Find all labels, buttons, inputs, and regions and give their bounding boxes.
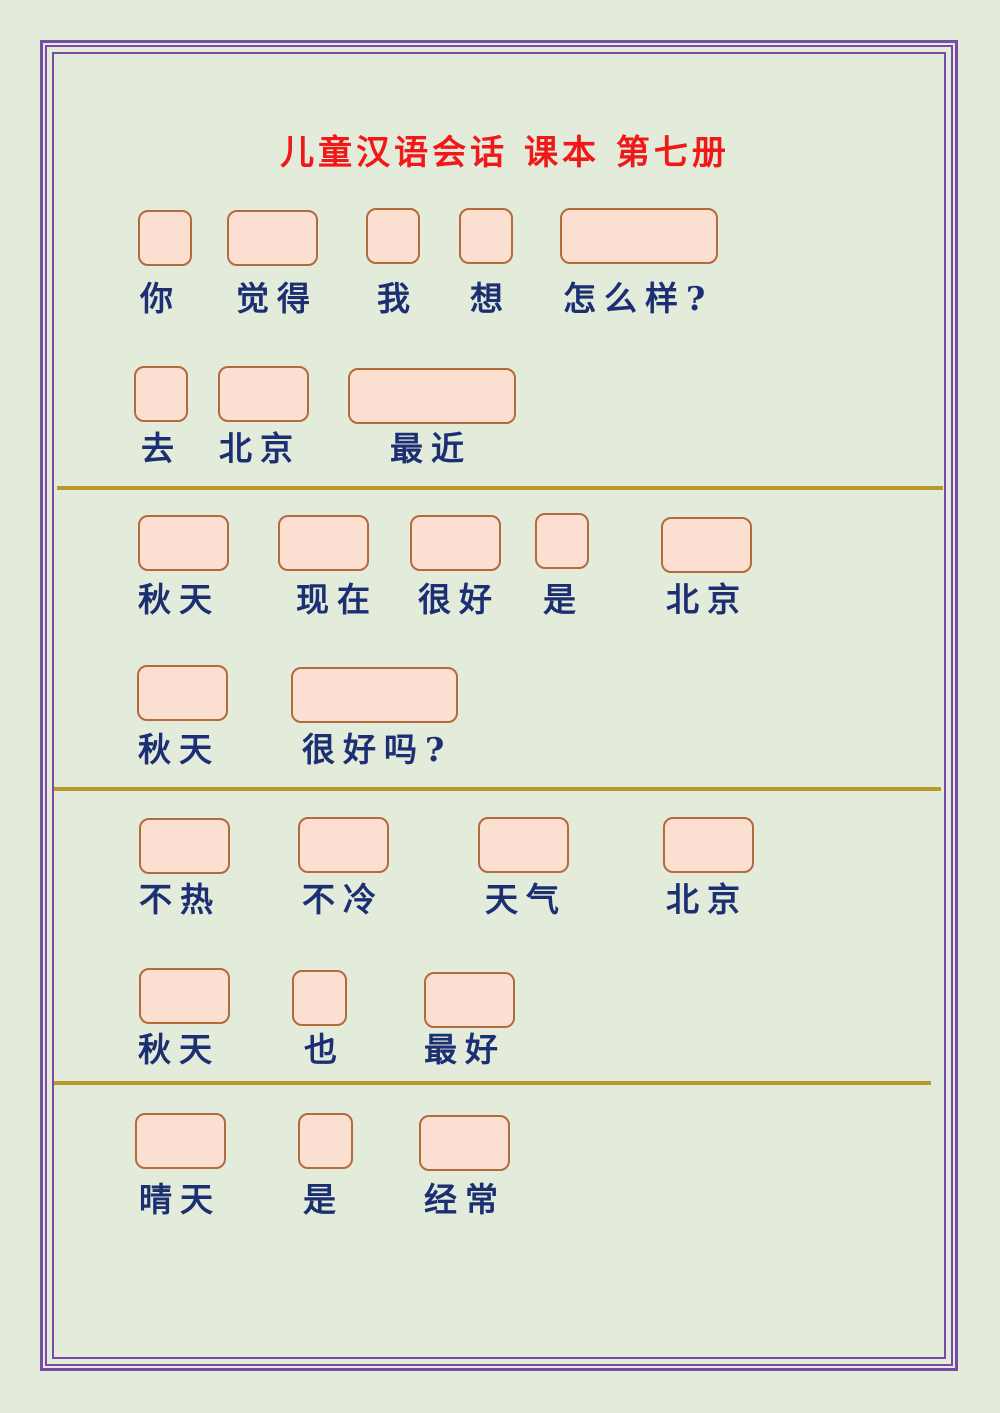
word-card[interactable]: 怎么样?: [563, 279, 714, 318]
section-divider: [57, 486, 943, 490]
answer-box[interactable]: [291, 667, 458, 723]
answer-box[interactable]: [139, 968, 230, 1024]
word-card[interactable]: 秋天: [138, 580, 220, 619]
answer-box[interactable]: [419, 1115, 510, 1171]
answer-box[interactable]: [139, 818, 230, 874]
word-card[interactable]: 秋天: [138, 1030, 220, 1069]
answer-box[interactable]: [410, 515, 501, 571]
answer-box[interactable]: [661, 517, 752, 573]
page-frame-outer: [40, 40, 958, 1371]
answer-box[interactable]: [478, 817, 569, 873]
answer-box[interactable]: [218, 366, 309, 422]
word-card[interactable]: 北京: [666, 580, 748, 619]
word-card[interactable]: 经常: [424, 1180, 506, 1219]
answer-box[interactable]: [663, 817, 754, 873]
page-title: 儿童汉语会话 课本 第七册: [280, 133, 730, 173]
word-card[interactable]: 是: [543, 580, 584, 619]
word-card[interactable]: 去: [141, 429, 182, 468]
answer-box[interactable]: [535, 513, 589, 569]
answer-box[interactable]: [278, 515, 369, 571]
answer-box[interactable]: [366, 208, 420, 264]
word-card[interactable]: 天气: [485, 880, 567, 919]
word-card[interactable]: 北京: [666, 880, 748, 919]
word-card[interactable]: 想: [470, 279, 511, 318]
word-card[interactable]: 不冷: [302, 880, 384, 919]
answer-box[interactable]: [348, 368, 516, 424]
word-card[interactable]: 北京: [219, 429, 301, 468]
answer-box[interactable]: [298, 817, 389, 873]
answer-box[interactable]: [560, 208, 718, 264]
section-divider: [54, 787, 941, 791]
answer-box[interactable]: [137, 665, 228, 721]
word-card[interactable]: 也: [304, 1030, 345, 1069]
answer-box[interactable]: [135, 1113, 226, 1169]
word-card[interactable]: 很好吗?: [302, 730, 453, 769]
word-card[interactable]: 不热: [139, 880, 221, 919]
word-card[interactable]: 很好: [418, 580, 500, 619]
answer-box[interactable]: [298, 1113, 353, 1169]
answer-box[interactable]: [292, 970, 347, 1026]
answer-box[interactable]: [459, 208, 513, 264]
word-card[interactable]: 是: [303, 1180, 344, 1219]
word-card[interactable]: 现在: [296, 580, 378, 619]
word-card[interactable]: 我: [377, 279, 418, 318]
answer-box[interactable]: [138, 210, 192, 266]
answer-box[interactable]: [227, 210, 318, 266]
page-frame-middle: [45, 45, 953, 1366]
page-frame-inner: [52, 52, 946, 1359]
section-divider: [54, 1081, 931, 1085]
answer-box[interactable]: [138, 515, 229, 571]
word-card[interactable]: 最好: [424, 1030, 506, 1069]
word-card[interactable]: 你: [140, 279, 181, 318]
word-card[interactable]: 觉得: [236, 279, 318, 318]
answer-box[interactable]: [424, 972, 515, 1028]
word-card[interactable]: 晴天: [139, 1180, 221, 1219]
answer-box[interactable]: [134, 366, 188, 422]
word-card[interactable]: 最近: [390, 429, 472, 468]
word-card[interactable]: 秋天: [138, 730, 220, 769]
